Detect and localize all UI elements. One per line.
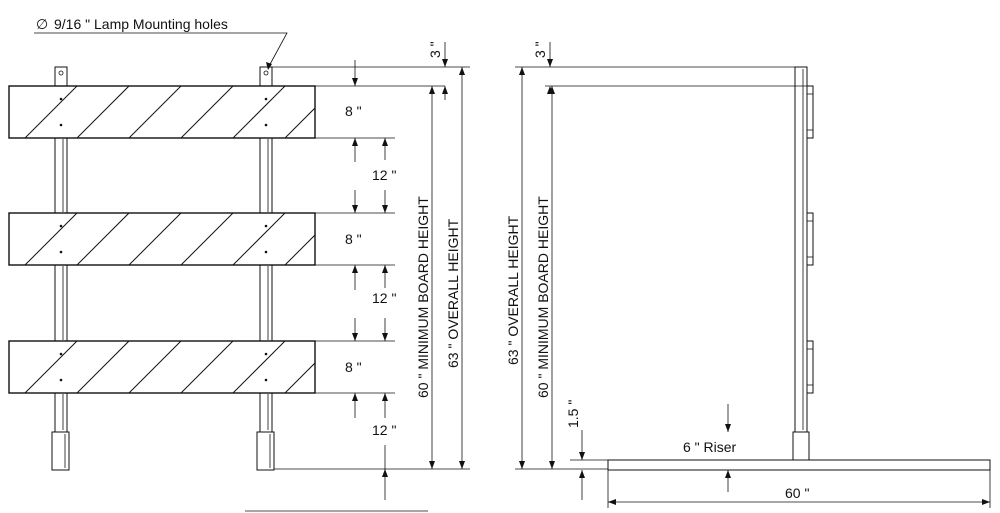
front-top-gap-label: 3 " xyxy=(427,41,443,58)
side-base xyxy=(607,459,991,471)
diameter-symbol: ∅ xyxy=(36,16,48,32)
board-middle xyxy=(8,212,316,266)
front-top-gap-dim: 3 " xyxy=(427,41,448,100)
lamp-holes-label: 9/16 " Lamp Mounting holes xyxy=(54,16,228,32)
front-min-board-height-label: 60 " MINIMUM BOARD HEIGHT xyxy=(415,196,431,398)
side-board-edges xyxy=(806,85,814,394)
base-width-dim: 60 " xyxy=(607,470,991,508)
side-top-gap-label: 3 " xyxy=(532,41,548,58)
right-post xyxy=(256,66,275,471)
riser-callout: 6 " Riser xyxy=(683,404,737,492)
side-overall-height-label: 63 " OVERALL HEIGHT xyxy=(505,215,521,365)
side-min-board-height-label: 60 " MINIMUM BOARD HEIGHT xyxy=(535,196,551,398)
spacing-3-label: 12 " xyxy=(372,422,396,438)
spacing-1-label: 12 " xyxy=(372,167,396,183)
front-height-dims: 60 " MINIMUM BOARD HEIGHT 63 " OVERALL H… xyxy=(415,67,465,469)
side-riser xyxy=(792,431,810,461)
front-view: ∅ 9/16 " Lamp Mounting holes 8 " xyxy=(8,16,470,512)
board-height-1-label: 8 " xyxy=(345,103,362,119)
side-overall-dim: 63 " OVERALL HEIGHT xyxy=(505,67,525,469)
side-view: 3 " 63 " OVERALL HEIGHT 60 " MINIMUM BOA… xyxy=(505,41,991,508)
front-extension-lines xyxy=(272,66,470,470)
front-overall-height-label: 63 " OVERALL HEIGHT xyxy=(445,218,461,368)
riser-height-label: 1.5 " xyxy=(565,400,581,428)
riser-label: 6 " Riser xyxy=(683,439,737,455)
board-height-dims: 8 " 8 " 8 " xyxy=(345,60,362,418)
side-post xyxy=(794,66,808,433)
board-height-2-label: 8 " xyxy=(345,231,362,247)
spacing-dims: 12 " 12 " 12 " xyxy=(372,138,396,500)
board-bottom xyxy=(8,340,316,394)
riser-height-dim: 1.5 " xyxy=(565,400,585,500)
board-top xyxy=(8,85,316,139)
base-width-label: 60 " xyxy=(785,485,809,501)
board-height-3-label: 8 " xyxy=(345,359,362,375)
spacing-2-label: 12 " xyxy=(372,290,396,306)
side-min-board-dim: 60 " MINIMUM BOARD HEIGHT xyxy=(535,86,555,469)
lamp-holes-callout: ∅ 9/16 " Lamp Mounting holes xyxy=(34,16,288,70)
